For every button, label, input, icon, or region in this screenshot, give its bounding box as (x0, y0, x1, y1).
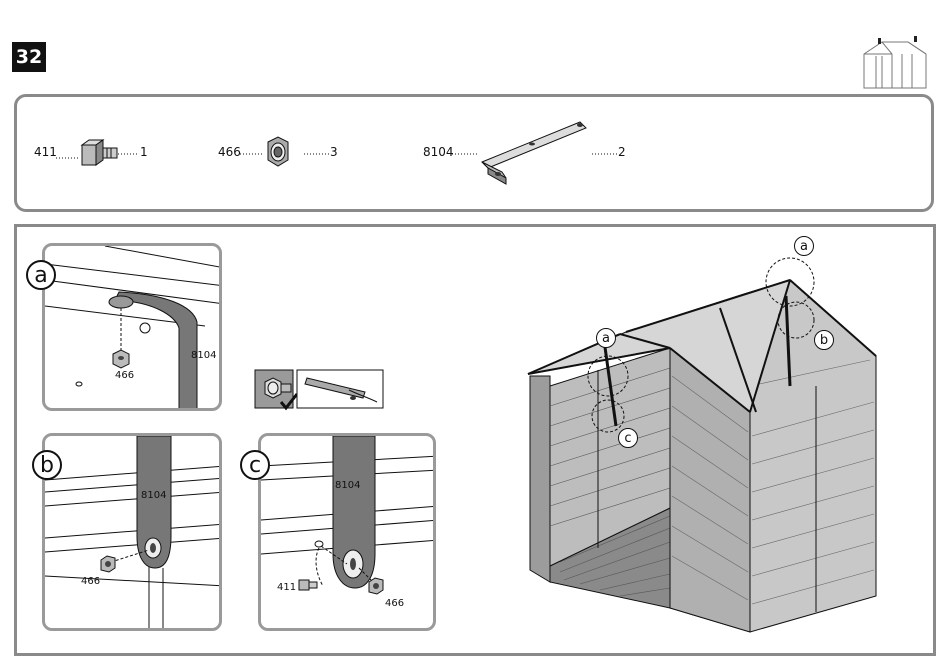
bolt-icon (56, 136, 146, 166)
part-466-code: 466 (218, 145, 241, 159)
nut-icon (240, 134, 340, 170)
strap-icon (452, 114, 632, 190)
shed-drawing (520, 236, 890, 646)
detail-a-callout: a (26, 260, 56, 290)
detail-a-nut-label: 466 (115, 370, 134, 381)
part-8104-qty: 2 (618, 145, 626, 159)
part-466-qty: 3 (330, 145, 338, 159)
part-8104-code: 8104 (423, 145, 454, 159)
shed-callout-a-left: a (596, 328, 616, 348)
detail-b-inset: 8104 466 (42, 433, 222, 631)
detail-c-part-label: 8104 (335, 480, 360, 491)
detail-a-inset: 8104 466 (42, 243, 222, 411)
correct-orientation-hint (253, 368, 388, 412)
part-411-code: 411 (34, 145, 57, 159)
shed-thumbnail-icon (856, 34, 936, 92)
detail-b-nut-label: 466 (81, 576, 100, 587)
detail-c-inset: 8104 411 466 (258, 433, 436, 631)
detail-b-callout: b (32, 450, 62, 480)
shed-callout-a-top: a (794, 236, 814, 256)
detail-c-nut-label: 466 (385, 598, 404, 609)
detail-c-callout: c (240, 450, 270, 480)
detail-a-part-label: 8104 (191, 350, 216, 361)
step-number-badge: 32 (12, 42, 46, 72)
detail-c-bolt-label: 411 (277, 582, 296, 593)
part-411-qty: 1 (140, 145, 148, 159)
shed-callout-b: b (814, 330, 834, 350)
detail-b-part-label: 8104 (141, 490, 166, 501)
shed-callout-c: c (618, 428, 638, 448)
